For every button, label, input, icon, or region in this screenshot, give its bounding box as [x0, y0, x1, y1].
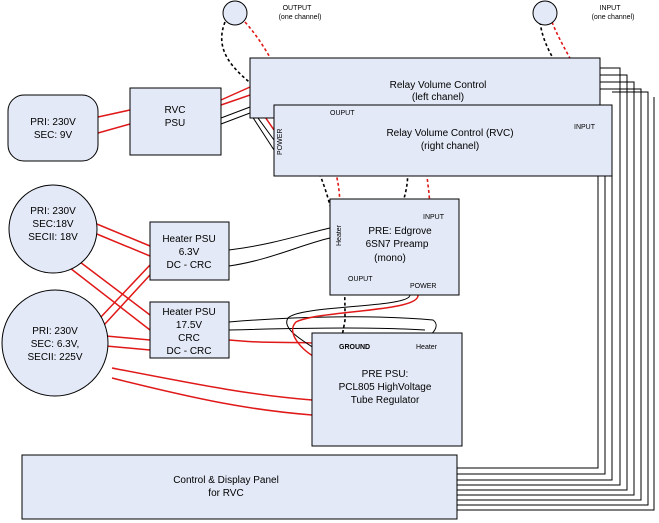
wire-hv-prepsu-1 [111, 367, 313, 401]
pre-psu-line3: Tube Regulator [351, 395, 420, 406]
control-panel-line2: for RVC [208, 488, 243, 499]
pre-psu-block: PRE PSU: PCL805 HighVoltage Tube Regulat… [311, 332, 463, 447]
heater-psu-2-line3: CRC [178, 333, 200, 344]
wire-pre-power-red [291, 294, 419, 361]
trafo-hv: PRI: 230V SEC: 6.3V, SECII: 225V [1, 289, 109, 397]
wire-heater-trafo-2 [91, 231, 151, 257]
preamp-line1: PRE: Edgrove [368, 226, 432, 237]
preamp-heater-label: Heater [336, 224, 343, 246]
trafo-heater-line2: SEC:18V [32, 219, 73, 230]
pre-psu-heater-label: Heater [416, 344, 438, 351]
wire-pre-power-1 [286, 294, 411, 359]
wire-rvc-psu-red-1 [220, 86, 251, 101]
preamp-power-label: POWER [410, 283, 436, 290]
wire-rvc-trafo-2 [97, 123, 131, 134]
heater-psu-2-line2: 17.5V [176, 320, 202, 331]
wire-heater-trafo-4 [69, 267, 151, 331]
wire-bundle-4 [457, 88, 642, 501]
wire-bundle-6 [457, 97, 655, 511]
rvc-psu-line2: PSU [165, 118, 186, 129]
preamp-input-label: INPUT [423, 214, 445, 221]
trafo-heater-line3: SECII: 18V [28, 232, 78, 243]
wire-hv-trafo-3 [105, 335, 151, 341]
wire-bundle-7 [457, 176, 599, 469]
wire-bundle-8 [457, 176, 606, 475]
trafo-rvc-line1: PRI: 230V [30, 117, 76, 128]
trafo-rvc-line2: SEC: 9V [34, 130, 73, 141]
trafo-hv-line1: PRI: 230V [32, 326, 78, 337]
heater-psu-1-block: Heater PSU 6.3V DC - CRC [149, 221, 230, 281]
input-jack-line1: INPUT [600, 5, 622, 12]
rvc-right-power-label: POWER [277, 129, 284, 155]
pre-psu-line2: PCL805 HighVoltage [339, 382, 432, 393]
heater-psu-1-line1: Heater PSU [162, 234, 215, 245]
trafo-heater: PRI: 230V SEC:18V SECII: 18V [8, 184, 98, 274]
heater-psu-1-line2: 6.3V [179, 247, 200, 258]
input-jack-icon [532, 0, 558, 26]
output-jack: OUTPUT (one channel) [222, 0, 322, 26]
wire-bundle-1 [457, 67, 621, 486]
preamp-line2: 6SN7 Preamp [366, 239, 429, 250]
wire-heater-trafo-1 [91, 221, 151, 247]
trafo-rvc: PRI: 230V SEC: 9V [7, 94, 99, 162]
input-jack: INPUT (one channel) [532, 0, 635, 26]
control-panel-block: Control & Display Panel for RVC [21, 454, 458, 520]
wire-bundle-9 [457, 176, 613, 481]
wire-heater63-pre-1 [228, 227, 331, 251]
wire-heater175-1 [228, 316, 437, 341]
rvc-left-line2: (left chanel) [412, 92, 464, 103]
wire-heater63-pre-2 [228, 237, 331, 267]
rvc-right-line2: (right chanel) [421, 141, 479, 152]
rvc-right-block: Relay Volume Control (RVC) (right chanel… [273, 104, 613, 177]
rvc-right-output-label: OUPUT [330, 110, 355, 117]
trafo-hv-line3: SECII: 225V [27, 352, 82, 363]
input-jack-line2: (one channel) [592, 14, 635, 21]
wire-hv-prepsu-2 [111, 377, 313, 416]
rvc-psu-block: RVC PSU [129, 87, 222, 156]
output-jack-icon [222, 0, 248, 26]
preamp-line3: (mono) [374, 253, 406, 264]
rvc-psu-line1: RVC [165, 105, 186, 116]
wire-hv-trafo-2 [103, 274, 151, 326]
trafo-hv-line2: SEC: 6.3V, [31, 339, 80, 350]
wire-heater175-2 [228, 327, 426, 331]
rvc-left-line1: Relay Volume Control [390, 80, 487, 91]
preamp-block: PRE: Edgrove 6SN7 Preamp (mono) Heater I… [329, 198, 460, 296]
wire-bundle-3 [457, 81, 635, 496]
wire-bundle-5 [457, 91, 649, 506]
output-jack-line1: OUTPUT [283, 5, 313, 12]
heater-psu-2-line1: Heater PSU [162, 307, 215, 318]
preamp-output-label: OUPUT [348, 276, 373, 283]
rvc-right-line1: Relay Volume Control (RVC) [386, 128, 513, 139]
rvc-right-input-label: INPUT [574, 124, 596, 131]
pre-psu-line1: PRE PSU: [362, 369, 409, 380]
control-panel-line1: Control & Display Panel [173, 475, 279, 486]
wire-hv-trafo-4 [105, 345, 151, 351]
wire-bundle-2 [457, 74, 628, 491]
heater-psu-2-line4: DC - CRC [167, 346, 212, 357]
wire-hv-trafo-1 [99, 264, 151, 319]
wire-heater-trafo-3 [79, 261, 151, 316]
trafo-heater-line1: PRI: 230V [30, 206, 76, 217]
heater-psu-2-block: Heater PSU 17.5V CRC DC - CRC [149, 301, 230, 359]
pre-psu-ground-label: GROUND [339, 344, 370, 351]
wire-rvc-trafo-1 [97, 109, 131, 118]
output-jack-line2: (one channel) [279, 14, 322, 21]
heater-psu-1-line3: DC - CRC [167, 260, 212, 271]
